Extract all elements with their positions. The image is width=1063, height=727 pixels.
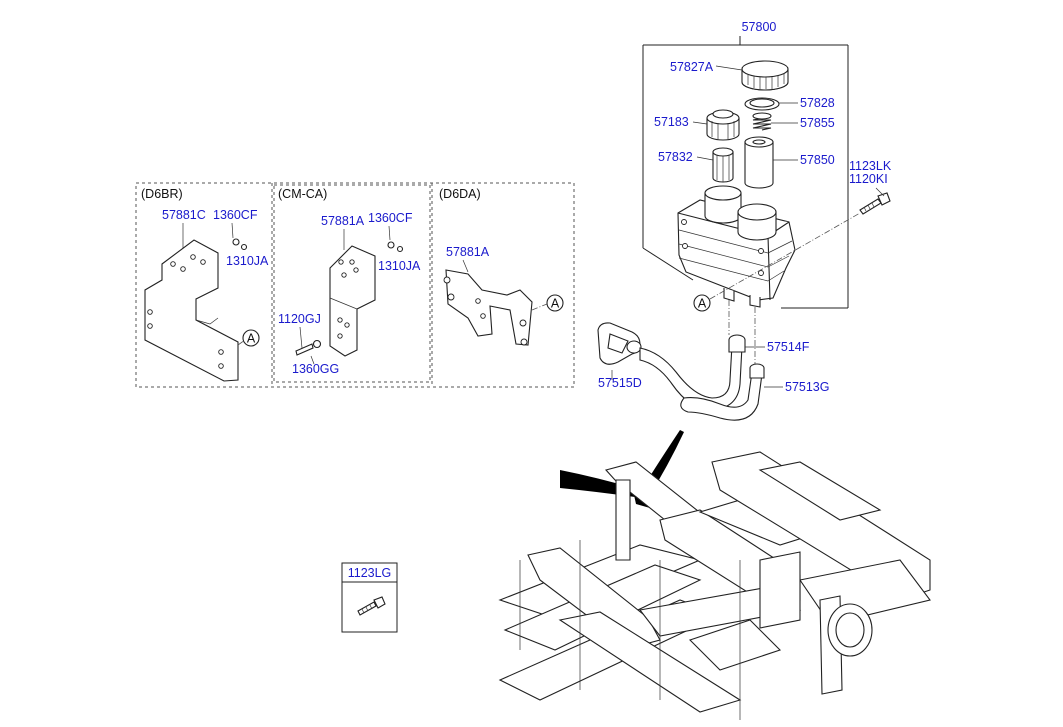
- label-assembly: 57800: [742, 20, 777, 34]
- legend-label: 1123LG: [348, 566, 392, 580]
- bracket-icon: [443, 269, 533, 346]
- label-cap: 57183: [654, 115, 689, 129]
- variant-1-bolt: 1360CF: [213, 208, 258, 222]
- label-spring: 57855: [800, 116, 835, 130]
- label-filter: 57850: [800, 153, 835, 167]
- reference-a-icon: A: [242, 329, 260, 347]
- reference-a-text: A: [698, 297, 707, 311]
- variant-3-title: (D6DA): [439, 187, 481, 201]
- legend-box: 1123LG: [341, 562, 398, 633]
- variant-1-bracket: 57881C: [162, 208, 206, 222]
- bracket-icon: [329, 245, 376, 357]
- hose-group: [597, 300, 783, 421]
- nut-icon: [232, 238, 248, 251]
- strainer-icon: [712, 147, 734, 183]
- variant-2-washer: 1360GG: [292, 362, 339, 376]
- spring-icon: [752, 112, 772, 131]
- reference-a-icon: A: [693, 294, 711, 312]
- variant-2-screw: 1120GJ: [278, 312, 321, 326]
- variant-2-nut: 1310JA: [378, 259, 421, 273]
- variant-2-bracket: 57881A: [321, 214, 365, 228]
- reservoir-tank-icon: [677, 185, 796, 308]
- variant-3-bracket: 57881A: [446, 245, 490, 259]
- label-strainer: 57832: [658, 150, 693, 164]
- label-hose-b: 57513G: [785, 380, 829, 394]
- variant-2-title: (CM-CA): [278, 187, 327, 201]
- label-bolt-a: 1123LK: [849, 159, 892, 173]
- mounting-bolt-icon: [859, 192, 891, 215]
- variant-1-title: (D6BR): [141, 187, 183, 201]
- label-clamp: 57515D: [598, 376, 642, 390]
- nut-icon: [387, 241, 404, 253]
- svg-text:A: A: [551, 297, 560, 311]
- svg-text:A: A: [247, 332, 256, 346]
- label-cap-a: 57827A: [670, 60, 714, 74]
- chassis-icon: [498, 430, 931, 720]
- hose-b-icon: [680, 363, 765, 421]
- bracket-icon: [144, 239, 239, 382]
- filler-cap-icon: [706, 109, 740, 141]
- variants-frame: [135, 182, 575, 388]
- reservoir-cap-icon: [741, 60, 789, 91]
- hose-a-icon: [639, 334, 746, 411]
- variant-2-bolt: 1360CF: [368, 211, 413, 225]
- label-gasket: 57828: [800, 96, 835, 110]
- reference-a-icon: A: [546, 294, 564, 312]
- hose-clamp-icon: [597, 322, 642, 365]
- variant-1-nut: 1310JA: [226, 254, 269, 268]
- filter-element-icon: [744, 136, 774, 189]
- label-bolt-b: 1120KI: [849, 172, 888, 186]
- gasket-icon: [744, 97, 780, 111]
- reservoir-assembly: A: [642, 36, 891, 312]
- bolt-icon: [357, 596, 386, 616]
- label-hose-a: 57514F: [767, 340, 810, 354]
- screw-icon: [295, 339, 322, 356]
